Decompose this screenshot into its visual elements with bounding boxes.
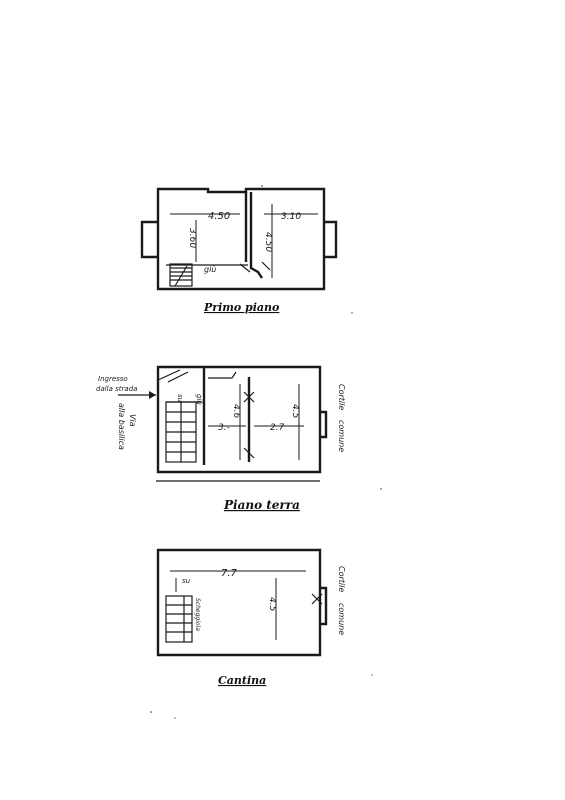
cellar-courtyard-annotation: Cortile comune	[337, 566, 346, 635]
ground-floor-dim-right-width: 2.7	[270, 423, 285, 433]
street-label-line2: alla basilica	[117, 403, 126, 450]
ground-floor-entrance-door	[157, 369, 189, 383]
first-floor-dim-right-depth: 4.50	[263, 232, 273, 252]
ground-floor-stair	[165, 401, 197, 463]
ground-floor-title: Piano terra	[223, 498, 300, 512]
ground-floor-stair-up: su	[176, 394, 184, 403]
first-floor-title: Primo piano	[203, 301, 279, 314]
ground-floor-dim-right-depth: 4.5	[290, 404, 300, 419]
first-floor-dim-left-depth: 3.60	[187, 228, 197, 248]
ground-floor-dim-mid-width: 3.-	[218, 423, 230, 433]
ground-floor-stair-down: giù	[195, 394, 203, 405]
first-floor-plan: 4.50 3.10 3.60 4.50 giù	[140, 187, 338, 291]
cellar-right-projection	[320, 586, 328, 626]
cellar-title: Cantina	[218, 674, 266, 687]
cellar-plan: 7.7 4.5 su Scheggiola	[156, 548, 328, 657]
entrance-label-line2: dalla strada	[96, 385, 137, 393]
first-floor-partition	[244, 192, 263, 279]
entrance-annotation: Ingresso dalla strada Via alla basilica	[96, 375, 156, 450]
ground-floor-courtyard-annotation: Cortile comune	[337, 384, 346, 452]
ground-floor-courtyard-line1: Cortile	[337, 384, 346, 410]
ground-floor-dim-mid-depth: 4.6	[231, 404, 241, 419]
first-floor-right-projection	[324, 220, 338, 259]
cellar-courtyard-line1: Cortile	[337, 566, 346, 592]
cellar-dim-width: 7.7	[221, 568, 238, 579]
cellar-courtyard-line2: comune	[337, 603, 346, 635]
cellar-stair-up: su	[182, 577, 191, 585]
first-floor-dim-right-width: 3.10	[281, 212, 301, 222]
first-floor-left-projection	[140, 220, 158, 259]
ground-floor-outline	[156, 365, 322, 474]
ground-floor-courtyard-line2: comune	[337, 420, 346, 452]
cellar-door	[311, 593, 323, 605]
ground-floor-right-projection	[320, 410, 328, 439]
first-floor-stair-note: giù	[204, 265, 216, 274]
first-floor-outline	[156, 187, 326, 291]
ground-floor-plan: 3.- 2.7 4.6 4.5 su giù	[156, 365, 328, 482]
scan-specks	[150, 185, 382, 719]
first-floor-door	[239, 261, 271, 273]
entrance-arrow-head	[149, 391, 156, 399]
first-floor-stair	[169, 263, 193, 287]
entrance-label-line1: Ingresso	[98, 375, 128, 383]
street-label-line1: Via	[128, 414, 137, 427]
ground-floor-doors	[243, 391, 255, 459]
cellar-stair-label: Scheggiola	[194, 598, 201, 631]
cellar-dim-depth: 4.5	[267, 597, 277, 612]
first-floor-dim-left-width: 4.50	[208, 211, 230, 222]
cellar-stair	[165, 595, 193, 643]
cellar-outline	[156, 548, 322, 657]
